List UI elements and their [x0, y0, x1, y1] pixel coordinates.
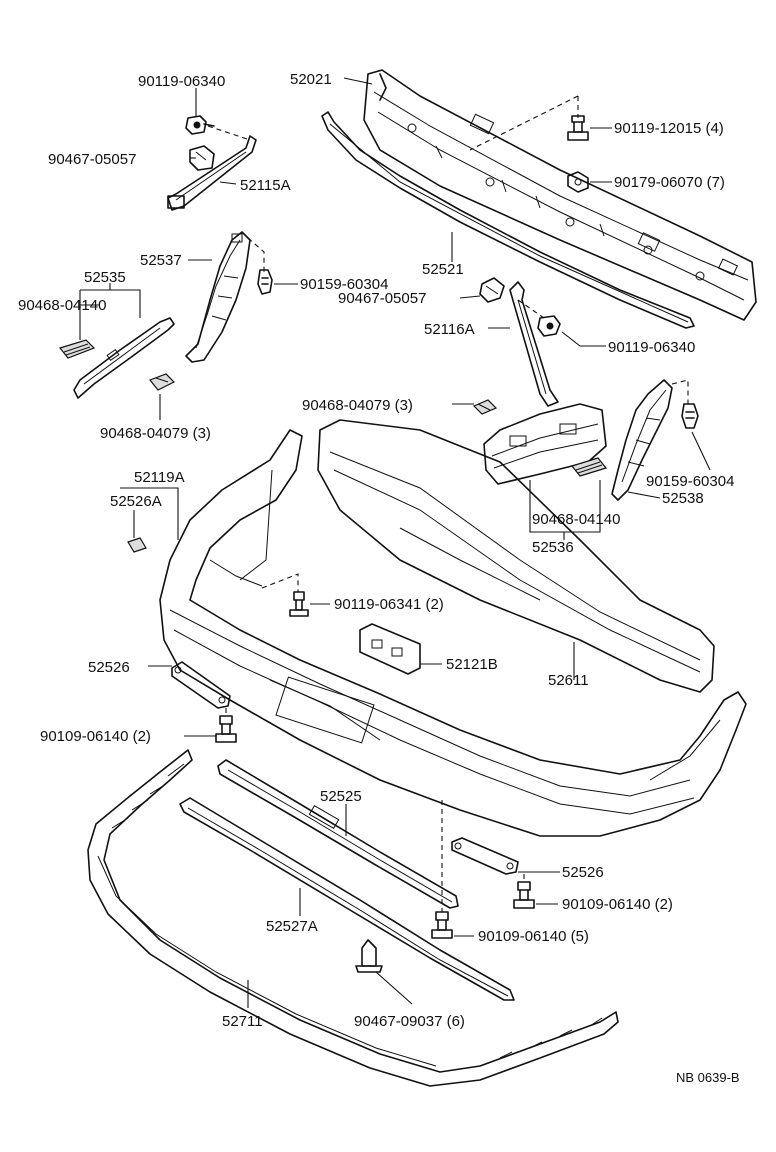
label-90119-12015: 90119-12015 (4): [614, 120, 724, 137]
retainer-52538: [611, 379, 673, 501]
label-90119-06341: 90119-06341 (2): [334, 596, 444, 613]
spoiler-52711: [87, 749, 619, 1087]
clip-52526A: [127, 537, 147, 553]
plate-52121B: [359, 623, 421, 675]
bracket-52526-right: [451, 837, 519, 875]
label-90159-60304-right: 90159-60304: [646, 473, 734, 490]
retainer-52535: [73, 317, 175, 399]
reinforcement-52525: [217, 759, 459, 909]
absorber-52611: [317, 419, 715, 693]
strip-52521: [321, 111, 695, 329]
label-52526A: 52526A: [110, 493, 162, 510]
label-90468-04140-right: 90468-04140: [532, 511, 620, 528]
label-52538: 52538: [662, 490, 704, 507]
label-52611: 52611: [548, 672, 589, 689]
bracket-52116A: [509, 281, 559, 407]
label-52537: 52537: [140, 252, 182, 269]
clip-90468-04140-left: [58, 339, 96, 359]
bracket-52526-left: [171, 661, 231, 709]
label-90109-06140-right: 90109-06140 (2): [562, 896, 673, 913]
label-52121B: 52121B: [446, 656, 498, 673]
label-90119-06340-mid: 90119-06340: [608, 339, 695, 356]
label-90467-05057-mid: 90467-05057: [338, 290, 426, 307]
bolt-90119-06340-top: [185, 115, 215, 135]
label-52536: 52536: [532, 539, 574, 556]
label-52526-left: 52526: [88, 659, 130, 676]
label-52116A: 52116A: [424, 321, 475, 338]
label-90119-06340-top: 90119-06340: [138, 73, 225, 90]
label-52525: 52525: [320, 788, 362, 805]
label-90179-06070: 90179-06070 (7): [614, 174, 725, 191]
label-90109-06140-5: 90109-06140 (5): [478, 928, 589, 945]
bumper-cover-52119A: [159, 429, 747, 837]
label-52021: 52021: [290, 71, 332, 88]
clip-90467-09037: [355, 939, 383, 973]
label-90468-04140-left: 90468-04140: [18, 297, 106, 314]
clip-90468-04079-mid: [472, 399, 498, 415]
label-52526-right: 52526: [562, 864, 604, 881]
clip-90467-05057-mid: [479, 277, 505, 303]
bracket-52115A: [167, 125, 257, 211]
label-90467-05057-top: 90467-05057: [48, 151, 136, 168]
label-90468-04079-mid: 90468-04079 (3): [302, 397, 413, 414]
label-52521: 52521: [422, 261, 464, 278]
bolt-90119-06341: [289, 591, 309, 617]
label-52711: 52711: [222, 1013, 263, 1030]
clip-90468-04079-left: [149, 373, 176, 391]
nut-90179-06070: [567, 171, 589, 193]
label-90468-04079-left: 90468-04079 (3): [100, 425, 211, 442]
label-90467-09037: 90467-09037 (6): [354, 1013, 465, 1030]
bolt-90119-06340-mid: [537, 315, 561, 337]
bolt-90109-06140-left: [215, 715, 237, 743]
bolt-90119-12015: [567, 115, 589, 141]
label-90109-06140-left: 90109-06140 (2): [40, 728, 151, 745]
clip-90468-04140-right: [570, 457, 608, 477]
molding-52527A: [179, 797, 515, 1001]
bolt-90109-06140-5: [431, 911, 453, 939]
label-52119A: 52119A: [134, 469, 185, 486]
bolt-90109-06140-right: [513, 881, 535, 909]
label-90159-60304-left: 90159-60304: [300, 276, 388, 293]
screw-90159-60304-right: [681, 403, 699, 429]
label-52527A: 52527A: [266, 918, 318, 935]
diagram-code: NB 0639-B: [676, 1070, 740, 1085]
label-52535: 52535: [84, 269, 126, 286]
retainer-52537: [185, 231, 251, 363]
clip-90467-05057-top: [189, 145, 215, 171]
retainer-52536: [483, 403, 607, 485]
screw-90159-60304-left: [257, 269, 273, 295]
reinforcement-52021: [363, 69, 757, 321]
label-52115A: 52115A: [240, 177, 291, 194]
